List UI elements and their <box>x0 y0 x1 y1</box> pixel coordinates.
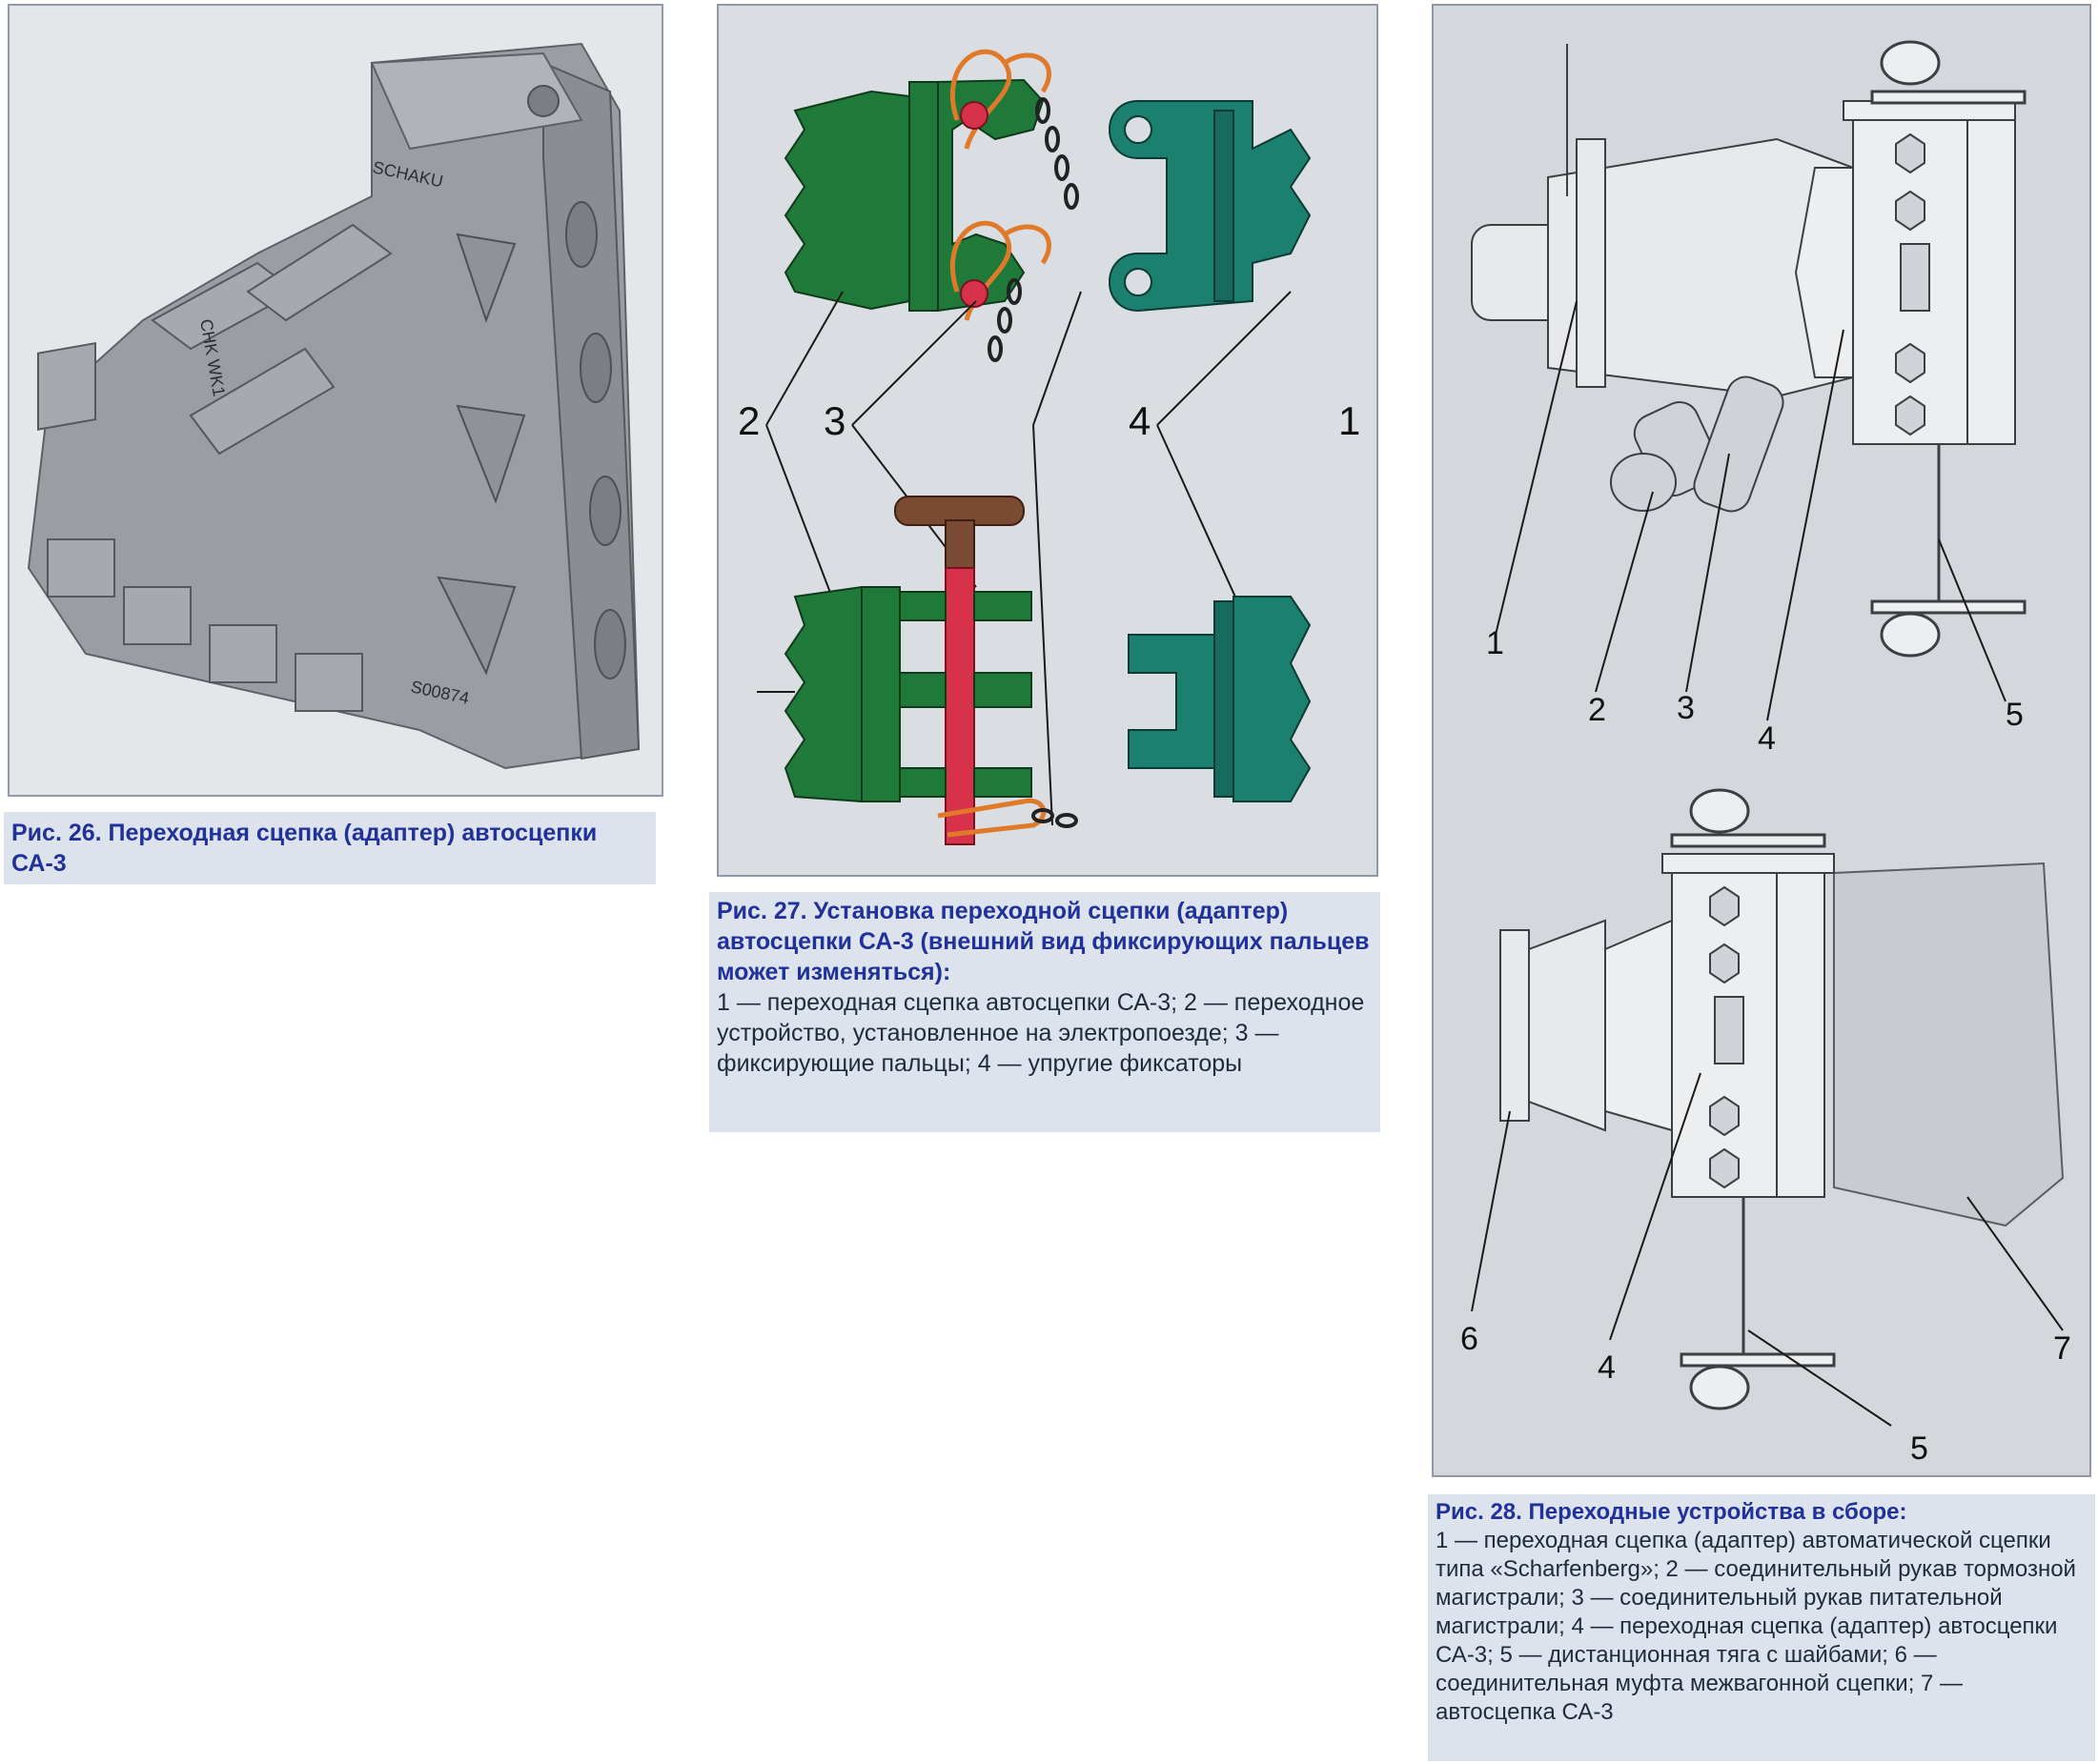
adapter-pin-hole <box>527 85 560 117</box>
intercar-coupling-sleeve <box>1499 919 1606 1132</box>
chain-bottom <box>1031 808 1078 828</box>
fig28-top-leaders <box>1495 300 2006 721</box>
teal-fixator-top <box>1109 100 1312 313</box>
figure-28-frame: 1 2 3 4 5 <box>1432 4 2091 1477</box>
hex-holes-bottom <box>1709 885 1744 1189</box>
fig28-top-label-1: 1 <box>1486 625 1504 661</box>
leader-lines <box>765 291 1292 826</box>
fig28-top-label-3: 3 <box>1677 690 1695 726</box>
fig28-bottom-label-5: 5 <box>1910 1430 1928 1467</box>
fig28-top-label-2: 2 <box>1588 692 1606 728</box>
figure-26-caption-title: Рис. 26. Переходная сцепка (адаптер) авт… <box>11 820 598 877</box>
figure-26-frame: SCHAKU CHK WK1 S00874 <box>8 4 663 797</box>
adapter-triangles <box>437 233 526 676</box>
fig28-bottom-label-4: 4 <box>1598 1349 1616 1386</box>
orange-clip-bottom <box>937 798 1047 838</box>
fig28-top-label-5: 5 <box>2006 697 2024 733</box>
fig28-bottom-label-6: 6 <box>1460 1321 1478 1357</box>
figure-27-caption: Рис. 27. Установка переходной сцепки (ад… <box>709 892 1380 1132</box>
red-pin-top <box>960 101 988 130</box>
teal-hole-bottom <box>1124 268 1152 296</box>
scharfenberg-adapter <box>1471 44 1854 398</box>
feed-hose <box>1693 375 1784 513</box>
fig27-label-1: 1 <box>1338 398 1360 443</box>
figure-27-caption-body: 1 — переходная сцепка автосцепки СА-3; 2… <box>717 989 1365 1077</box>
fig27-label-4: 4 <box>1129 398 1151 443</box>
figure-26-drawing: SCHAKU CHK WK1 S00874 <box>10 6 662 795</box>
figure-28-caption: Рис. 28. Переходные устройства в сборе: … <box>1428 1494 2095 1761</box>
fig27-label-3: 3 <box>824 398 845 443</box>
green-coupler-bottom <box>784 585 1032 803</box>
distance-rod-top <box>1870 40 2027 658</box>
adapter-prongs <box>37 223 393 712</box>
teal-hole-top <box>1124 115 1152 144</box>
fig28-bottom-leaders <box>1471 1072 2064 1427</box>
red-pin-middle <box>960 279 988 308</box>
figure-27-caption-title: Рис. 27. Установка переходной сцепки (ад… <box>717 898 1370 985</box>
sa3-coupler-body <box>1833 862 2065 1227</box>
sa3-adapter-top <box>1794 100 2016 445</box>
green-coupler-top <box>784 78 1045 313</box>
figure-27-drawing: 2 3 4 1 <box>738 49 1360 845</box>
hex-holes-top <box>1895 132 1930 436</box>
fig28-top-label-4: 4 <box>1758 720 1776 757</box>
figure-27-frame: 2 3 4 1 <box>717 4 1378 877</box>
figure-28-caption-body: 1 — переходная сцепка (адаптер) автомати… <box>1436 1528 2076 1725</box>
figure-26-caption: Рис. 26. Переходная сцепка (адаптер) авт… <box>4 812 656 884</box>
chain-middle <box>988 278 1022 362</box>
adapter-slots <box>565 201 626 679</box>
adapter-top <box>370 51 583 151</box>
teal-fixator-bottom <box>1128 596 1312 802</box>
fig27-label-2: 2 <box>738 398 760 443</box>
chain-top <box>1035 97 1079 210</box>
figure-28-caption-title: Рис. 28. Переходные устройства в сборе: <box>1436 1499 1907 1525</box>
fig28-bottom-label-7: 7 <box>2053 1330 2071 1367</box>
figure-28-drawing: 1 2 3 4 5 <box>1460 40 2071 1467</box>
t-handle-stem <box>945 519 975 569</box>
distance-rod-bottom <box>1670 788 1836 1410</box>
red-pin-shaft <box>945 567 975 845</box>
